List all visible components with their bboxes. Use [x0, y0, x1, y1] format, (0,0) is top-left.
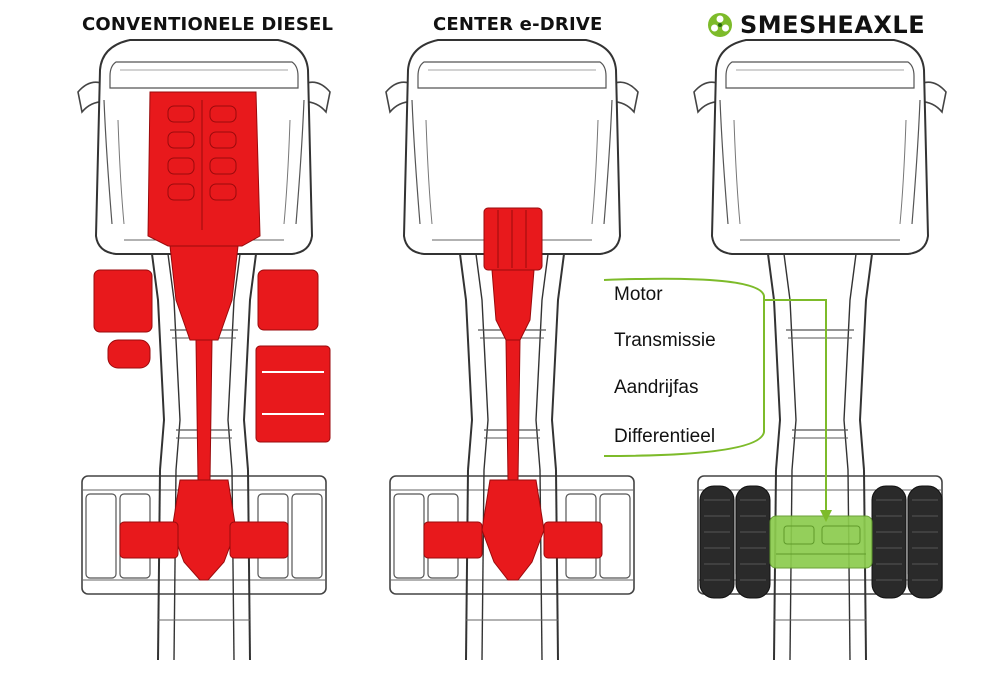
gear-cluster-logo-icon [708, 13, 732, 37]
connector-line [764, 299, 827, 512]
rear-tires-right [871, 485, 943, 599]
component-bracket [603, 277, 765, 457]
label-differential: Differentieel [614, 426, 716, 447]
label-motor: Motor [614, 284, 663, 305]
label-transmission: Transmissie [614, 330, 716, 351]
diesel-truck [77, 39, 331, 661]
label-driveshaft: Aandrijfas [614, 377, 699, 398]
fuel-tank [93, 269, 153, 333]
heading-center-edrive: CENTER e-DRIVE [433, 14, 603, 35]
logo-wordmark: SMESHEAXLE [740, 11, 926, 39]
eaxle-truck [693, 39, 947, 661]
electric-motor [483, 207, 543, 271]
diesel-gearbox [169, 245, 239, 341]
diesel-engine [147, 91, 261, 247]
center-differential [481, 479, 545, 581]
arrow-head-icon [820, 510, 832, 522]
smesheaxle-logo: SMESHEAXLE [706, 10, 925, 40]
center-edrive-truck [385, 39, 639, 661]
e-axle-unit [769, 515, 873, 569]
center-driveshaft [505, 339, 521, 481]
diesel-driveshaft [195, 339, 213, 481]
exhaust-box [255, 345, 331, 443]
heading-conventional-diesel: CONVENTIONELE DIESEL [82, 14, 334, 35]
rear-tires-left [699, 485, 771, 599]
diesel-differential [171, 479, 237, 581]
